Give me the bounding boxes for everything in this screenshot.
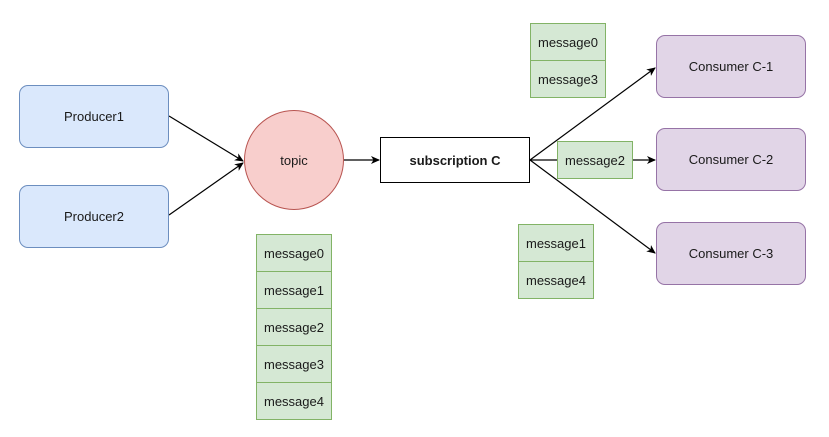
consumer-c1-message-batch: message0 message3: [530, 23, 606, 98]
topic-label: topic: [280, 152, 308, 168]
edge-subscription-consumer3: [529, 159, 656, 254]
edge-producer1-topic: [168, 115, 244, 162]
producer2-label: Producer2: [64, 209, 124, 224]
message-box: message3: [530, 60, 606, 98]
subscription-node: subscription C: [380, 137, 530, 183]
message-box: message4: [518, 261, 594, 299]
topic-message-queue: message0 message1 message2 message3 mess…: [256, 234, 332, 420]
message-box: message1: [518, 224, 594, 262]
message-label: message1: [264, 282, 324, 298]
edge-producer2-topic: [168, 162, 244, 216]
edge-subscription-consumer1: [529, 67, 656, 161]
message-label: message0: [264, 245, 324, 261]
message-box: message4: [256, 382, 332, 420]
consumer-c2-label: Consumer C-2: [688, 152, 774, 167]
message-label: message2: [264, 319, 324, 335]
message-box: message1: [256, 271, 332, 309]
message-label: message3: [538, 71, 598, 87]
consumer-c3-label: Consumer C-3: [688, 246, 774, 261]
message-box: message3: [256, 345, 332, 383]
producer2-node: Producer2: [19, 185, 169, 248]
message-box: message0: [530, 23, 606, 61]
message-label: message3: [264, 356, 324, 372]
message-label: message2: [565, 152, 625, 168]
message-label: message4: [264, 393, 324, 409]
consumer-c1-node: Consumer C-1: [656, 35, 806, 98]
producer1-node: Producer1: [19, 85, 169, 148]
consumer-c2-node: Consumer C-2: [656, 128, 806, 191]
message-label: message4: [526, 272, 586, 288]
message-label: message1: [526, 235, 586, 251]
producer1-label: Producer1: [64, 109, 124, 124]
consumer-c3-node: Consumer C-3: [656, 222, 806, 285]
message-box: message0: [256, 234, 332, 272]
message-label: message0: [538, 34, 598, 50]
consumer-c1-label: Consumer C-1: [688, 59, 774, 74]
consumer-c3-message-batch: message1 message4: [518, 224, 594, 299]
topic-node: topic: [244, 110, 344, 210]
subscription-label: subscription C: [409, 152, 501, 168]
message-box: message2: [256, 308, 332, 346]
consumer-c2-message-batch: message2: [557, 141, 633, 179]
